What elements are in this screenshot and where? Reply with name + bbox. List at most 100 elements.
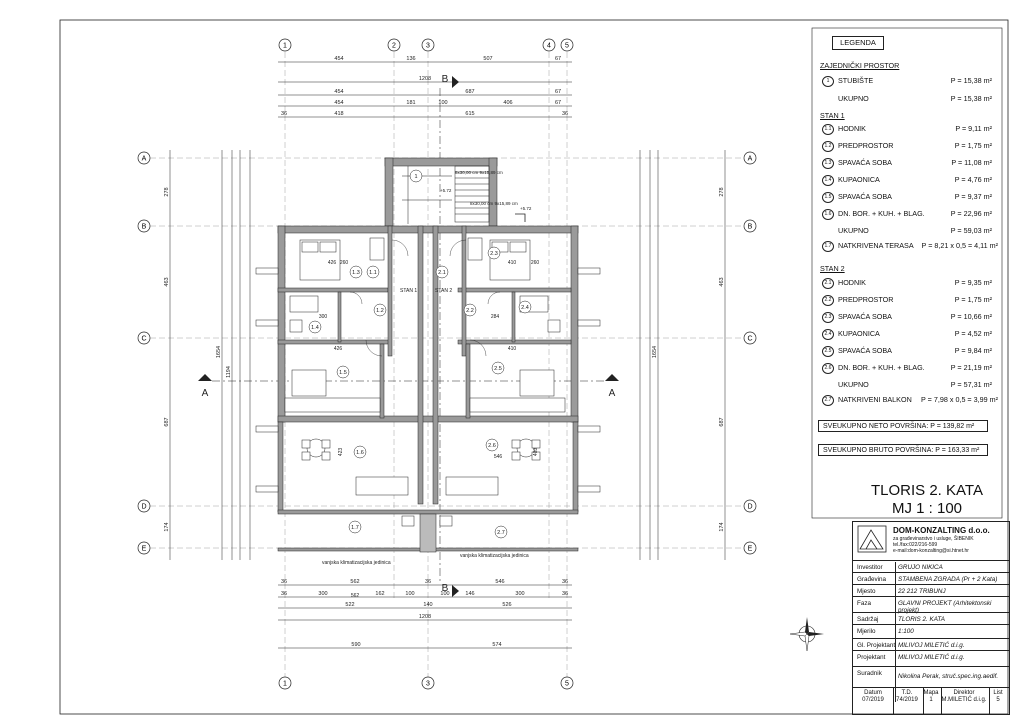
legend-label: SPAVAĆA SOBA bbox=[838, 158, 892, 167]
sheet-title-block: TLORIS 2. KATA MJ 1 : 100 bbox=[860, 482, 994, 518]
axis-label-bottom: 3 bbox=[426, 681, 430, 688]
room-tag: 1.1 bbox=[369, 270, 377, 276]
room-tag: 2.6 bbox=[488, 443, 496, 449]
dim-text: 36 bbox=[562, 111, 568, 117]
room-dim: 426 bbox=[328, 260, 337, 266]
td-cell: T.D.74/2019 bbox=[893, 690, 921, 704]
section-label-b: B bbox=[442, 74, 449, 85]
axis-label-top: 2 bbox=[392, 43, 396, 50]
ac-note: vanjska klimatizacijska jedinica bbox=[460, 553, 529, 559]
dim-text: 1208 bbox=[419, 614, 431, 620]
firm-info: e-mail:dom-konzalting@si.htnet.hr bbox=[893, 548, 969, 554]
dim-text: 687 bbox=[465, 89, 474, 95]
axis-label-left: D bbox=[141, 504, 146, 511]
title-row-value: STAMBENA ZGRADA (Pr + 2 Kata) bbox=[898, 576, 998, 583]
room-tag: 1.4 bbox=[311, 325, 319, 331]
title-row-key: Građevina bbox=[857, 576, 887, 583]
title-row-key: Investitor bbox=[857, 564, 883, 571]
stair-note: 8x30,00 cm 9x15,89 cm bbox=[470, 201, 518, 206]
cell-divider bbox=[923, 688, 924, 715]
title-row-key: Projektant bbox=[857, 654, 886, 661]
legend-value: P = 4,52 m² bbox=[954, 329, 992, 338]
title-divider bbox=[895, 562, 896, 702]
ac-note: vanjska klimatizacijska jedinica bbox=[322, 560, 391, 566]
top-dimension-lines bbox=[169, 61, 726, 649]
dim-text: 100 bbox=[405, 591, 414, 597]
legend-section-stan1: STAN 1 bbox=[820, 111, 845, 120]
axis-label-top: 3 bbox=[426, 43, 430, 50]
title-row-value: TLORIS 2. KATA bbox=[898, 616, 946, 623]
dim-text: 300 bbox=[318, 591, 327, 597]
datum-key: Datum bbox=[864, 690, 882, 696]
dim-text: 454 bbox=[334, 89, 343, 95]
room-dim: 260 bbox=[340, 260, 349, 266]
title-row-value: MILIVOJ MILETIĆ d.i.g. bbox=[898, 642, 965, 649]
dim-text: 100 bbox=[440, 591, 449, 597]
bruto-total-box: SVEUKUPNO BRUTO POVRŠINA: P = 163,33 m² bbox=[818, 444, 988, 456]
dim-text: 67 bbox=[555, 89, 561, 95]
axis-label-left: A bbox=[142, 156, 147, 163]
room-tag: 1.6 bbox=[356, 450, 364, 456]
furniture bbox=[255, 237, 601, 527]
legend-number: 1.1 bbox=[822, 124, 834, 135]
dim-text: 181 bbox=[406, 100, 415, 106]
dim-text: 146 bbox=[465, 591, 474, 597]
legend-label: DN. BOR. + KUH. + BLAG. bbox=[838, 209, 925, 218]
title-row-value: 1:100 bbox=[898, 628, 914, 635]
stairs bbox=[402, 165, 526, 224]
firm-name: DOM-KONZALTING d.o.o. bbox=[893, 526, 990, 535]
dim-text: 687 bbox=[164, 417, 170, 426]
legend-label: HODNIK bbox=[838, 124, 866, 133]
legend-total-value: P = 57,31 m² bbox=[950, 380, 992, 389]
title-row-key: Mjesto bbox=[857, 588, 876, 595]
director-key: Direktor bbox=[953, 690, 975, 696]
legend-label: NATKRIVENA TERASA bbox=[838, 241, 914, 250]
dim-text: 463 bbox=[719, 277, 725, 286]
legend-number: 2.7 bbox=[822, 395, 834, 406]
legend-label: SPAVAĆA SOBA bbox=[838, 312, 892, 321]
legend-label: PREDPROSTOR bbox=[838, 295, 894, 304]
dim-text: 36 bbox=[281, 111, 287, 117]
sheet-title: TLORIS 2. KATA bbox=[871, 482, 983, 499]
dim-text: 590 bbox=[351, 642, 360, 648]
legend-number: 2.3 bbox=[822, 312, 834, 323]
dim-text: 174 bbox=[164, 522, 170, 531]
legend-number: 2.4 bbox=[822, 329, 834, 340]
title-row-value: Nikolina Perak, struč.spec.ing.aedif. bbox=[898, 673, 999, 680]
legend-value: P = 9,35 m² bbox=[954, 278, 992, 287]
legend-number: 2.6 bbox=[822, 363, 834, 374]
axis-label-right: E bbox=[748, 546, 753, 553]
sheet-scale: MJ 1 : 100 bbox=[891, 500, 963, 517]
room-dims: 426 260 410 260 300 284 426 410 423 546 … bbox=[319, 260, 540, 599]
dim-text: 418 bbox=[334, 111, 343, 117]
dim-text: 67 bbox=[555, 100, 561, 106]
list-value: 5 bbox=[996, 697, 1000, 703]
dim-text: 136 bbox=[406, 56, 415, 62]
dim-text: 615 bbox=[465, 111, 474, 117]
legend-value: P = 22,96 m² bbox=[950, 209, 992, 218]
axis-label-right: C bbox=[747, 336, 752, 343]
legend-value: P = 9,37 m² bbox=[954, 192, 992, 201]
axis-label-left: E bbox=[142, 546, 147, 553]
stair-note: 8x30,00 cm 9x15,89 cm bbox=[455, 170, 503, 175]
axis-label-left: B bbox=[142, 224, 147, 231]
dim-text: 522 bbox=[345, 602, 354, 608]
td-value: 74/2019 bbox=[896, 697, 918, 703]
legend-label: PREDPROSTOR bbox=[838, 141, 894, 150]
dim-text: 36 bbox=[562, 579, 568, 585]
legend-value: P = 11,08 m² bbox=[951, 158, 992, 167]
axis-bubbles: 1 2 3 4 5 1 3 5 A B C D E A bbox=[137, 38, 757, 690]
axis-label-left: C bbox=[141, 336, 146, 343]
